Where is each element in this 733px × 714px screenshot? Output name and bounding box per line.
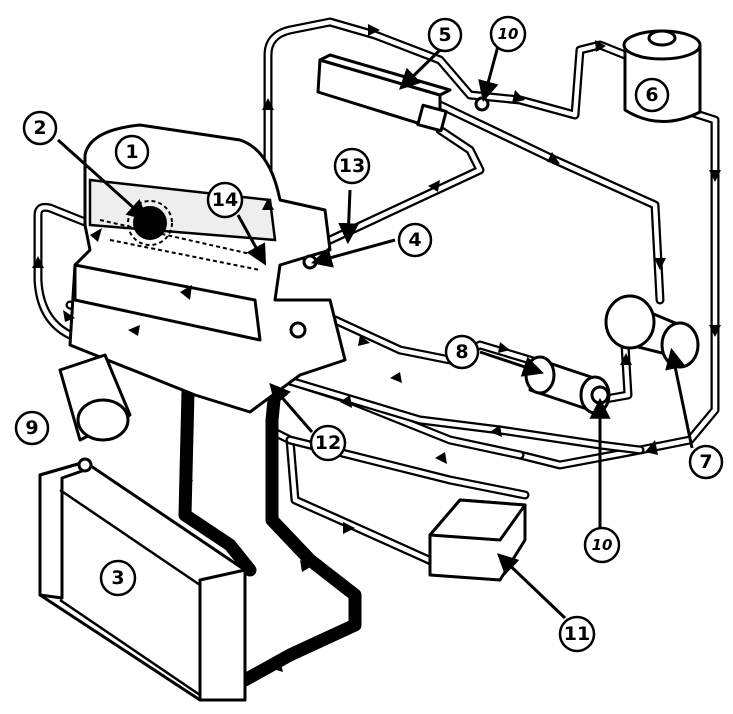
expansion-tank (316, 53, 452, 133)
fitting-12 (289, 321, 307, 339)
callout-12-label: 12 (315, 432, 341, 454)
valve-upper (474, 96, 490, 112)
callout-8-label: 8 (455, 341, 468, 363)
callout-9-label: 9 (25, 417, 38, 439)
engine-block (68, 123, 347, 414)
callout-3-label: 3 (111, 567, 124, 589)
callouts: 1 2 3 4 5 6 7 8 9 10 10 11 12 13 14 (14, 15, 724, 653)
callout-10-lower-label: 10 (592, 536, 613, 554)
callout-10-lower: 10 (583, 526, 621, 564)
fitting-4 (302, 254, 318, 270)
callout-11-label: 11 (564, 623, 590, 645)
callout-2-label: 2 (33, 117, 46, 139)
callout-10-upper: 10 (489, 15, 527, 53)
callout-8: 8 (444, 334, 480, 370)
callout-2: 2 (22, 110, 58, 146)
valve-lower (590, 385, 610, 405)
radiator (38, 457, 247, 702)
callout-7: 7 (688, 444, 724, 480)
callout-6-label: 6 (645, 84, 658, 106)
callout-6: 6 (634, 77, 670, 113)
callout-14-label: 14 (212, 189, 238, 211)
callout-9: 9 (14, 410, 50, 446)
callout-1: 1 (114, 134, 150, 170)
callout-10-upper-label: 10 (498, 25, 519, 43)
callout-5: 5 (427, 17, 463, 53)
flow-arrows (32, 24, 721, 672)
callout-11: 11 (558, 615, 596, 653)
callout-13-label: 13 (339, 155, 365, 177)
callout-7-label: 7 (699, 451, 712, 473)
callout-13: 13 (333, 147, 371, 185)
callout-12: 12 (309, 424, 347, 462)
callout-5-label: 5 (438, 24, 451, 46)
water-pump (58, 353, 132, 442)
heater-core (604, 294, 700, 369)
callout-14: 14 (206, 181, 244, 219)
auxiliary-heater (524, 355, 611, 415)
callout-4-label: 4 (408, 229, 421, 251)
callout-3: 3 (99, 559, 137, 597)
callout-1-label: 1 (125, 141, 138, 163)
callout-4: 4 (397, 222, 433, 258)
leader-lines (56, 45, 694, 620)
